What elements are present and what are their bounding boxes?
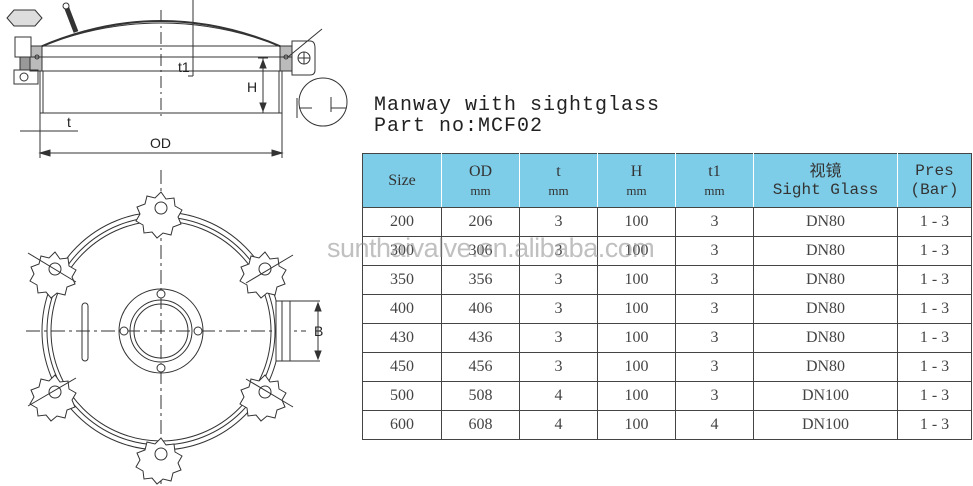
- svg-text:H: H: [247, 79, 257, 95]
- cell-size: 430: [362, 323, 442, 353]
- cell-t1: 3: [675, 323, 754, 353]
- cell-od: 608: [441, 410, 520, 440]
- cell-od: 436: [441, 323, 520, 353]
- cell-t1: 3: [675, 265, 754, 295]
- cell-t1: 3: [675, 236, 754, 266]
- cell-pressure: 1 - 3: [897, 207, 972, 237]
- svg-text:B: B: [314, 323, 323, 339]
- svg-text:t: t: [67, 114, 71, 130]
- cell-h: 100: [597, 207, 676, 237]
- cell-od: 306: [441, 236, 520, 266]
- cell-t: 3: [519, 352, 598, 382]
- cell-h: 100: [597, 265, 676, 295]
- cell-size: 350: [362, 265, 442, 295]
- cell-sight-glass: DN80: [753, 323, 898, 353]
- cell-t: 3: [519, 207, 598, 237]
- cell-pressure: 1 - 3: [897, 294, 972, 324]
- cell-t: 4: [519, 381, 598, 411]
- cell-sight-glass: DN80: [753, 352, 898, 382]
- cell-h: 100: [597, 236, 676, 266]
- cell-h: 100: [597, 294, 676, 324]
- cell-t1: 4: [675, 410, 754, 440]
- cell-t1: 3: [675, 294, 754, 324]
- cell-t: 3: [519, 236, 598, 266]
- cell-od: 508: [441, 381, 520, 411]
- cell-t: 4: [519, 410, 598, 440]
- part-number: Part no:MCF02: [374, 115, 544, 138]
- cell-od: 206: [441, 207, 520, 237]
- cell-pressure: 1 - 3: [897, 352, 972, 382]
- cell-od: 456: [441, 352, 520, 382]
- header-size: Size: [362, 153, 442, 208]
- cell-size: 400: [362, 294, 442, 324]
- cell-sight-glass: DN80: [753, 236, 898, 266]
- cell-h: 100: [597, 381, 676, 411]
- manway-technical-drawing: t1 H t OD B: [6, 0, 348, 486]
- cell-od: 356: [441, 265, 520, 295]
- header-pressure: Pres(Bar): [897, 153, 972, 208]
- cell-pressure: 1 - 3: [897, 236, 972, 266]
- cell-od: 406: [441, 294, 520, 324]
- cell-size: 600: [362, 410, 442, 440]
- cell-t1: 3: [675, 207, 754, 237]
- cell-pressure: 1 - 3: [897, 381, 972, 411]
- cell-pressure: 1 - 3: [897, 410, 972, 440]
- cell-size: 500: [362, 381, 442, 411]
- cell-sight-glass: DN80: [753, 265, 898, 295]
- cell-t: 3: [519, 265, 598, 295]
- svg-text:OD: OD: [150, 135, 171, 151]
- cell-t1: 3: [675, 352, 754, 382]
- cell-sight-glass: DN100: [753, 410, 898, 440]
- cell-sight-glass: DN80: [753, 294, 898, 324]
- cell-h: 100: [597, 410, 676, 440]
- cell-size: 300: [362, 236, 442, 266]
- cell-t: 3: [519, 294, 598, 324]
- cell-h: 100: [597, 323, 676, 353]
- cell-pressure: 1 - 3: [897, 323, 972, 353]
- cell-pressure: 1 - 3: [897, 265, 972, 295]
- cell-sight-glass: DN100: [753, 381, 898, 411]
- product-title: Manway with sightglass Part no:MCF02: [374, 95, 660, 137]
- cell-size: 200: [362, 207, 442, 237]
- cell-h: 100: [597, 352, 676, 382]
- cell-t: 3: [519, 323, 598, 353]
- cell-t1: 3: [675, 381, 754, 411]
- product-name: Manway with sightglass: [374, 94, 661, 117]
- svg-text:t1: t1: [178, 59, 190, 75]
- cell-sight-glass: DN80: [753, 207, 898, 237]
- cell-size: 450: [362, 352, 442, 382]
